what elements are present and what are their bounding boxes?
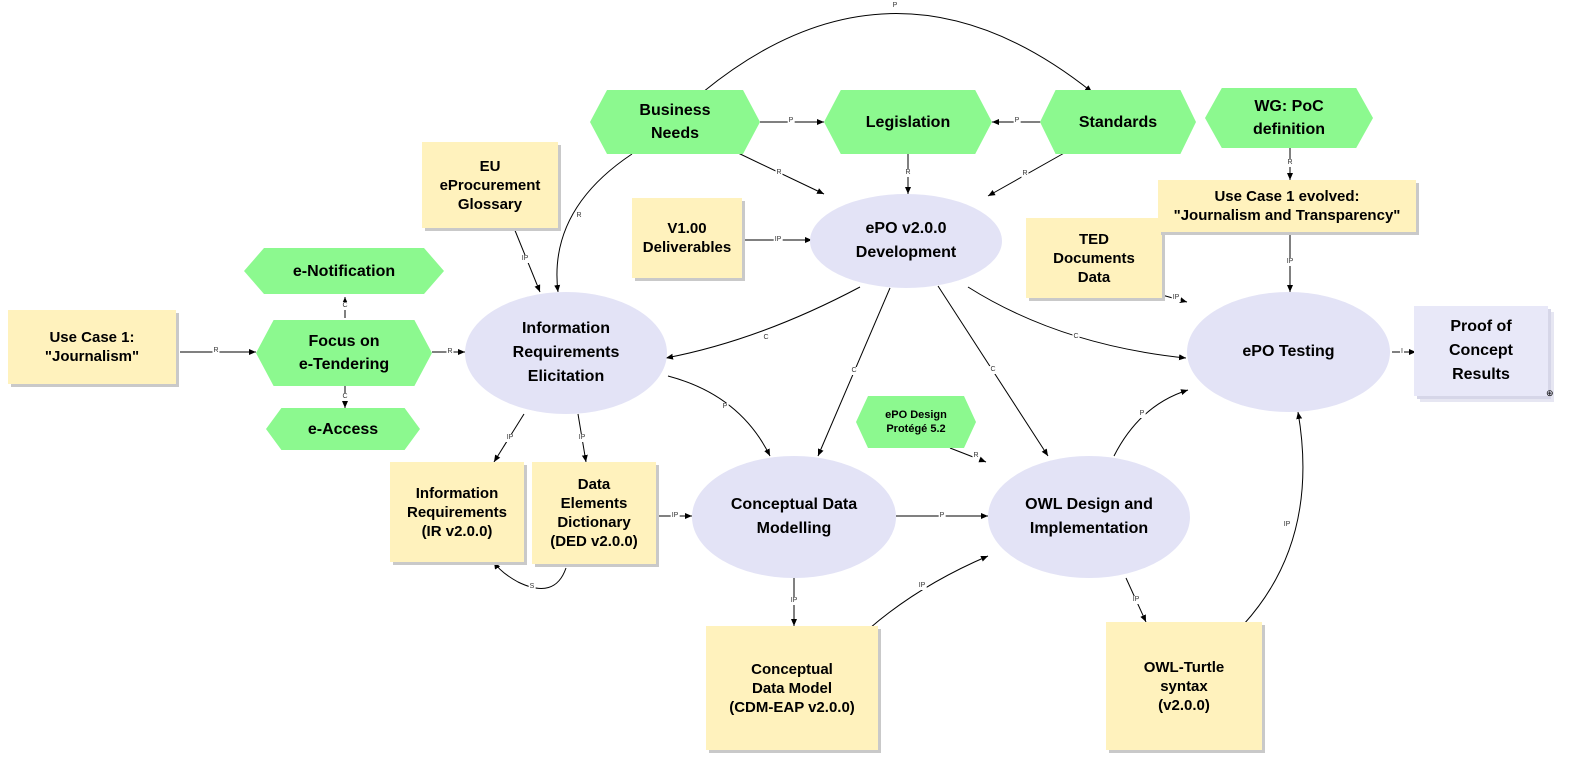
edge-turtle-testing [1243, 411, 1304, 625]
information-requirements-elicitation-process: Information Requirements Elicitation [465, 292, 667, 414]
edge-label-p: P [1013, 117, 1021, 125]
edge-label-p: P [721, 403, 729, 411]
eu-glossary-doc: EU eProcurement Glossary [422, 142, 558, 228]
e-notification-hex: e-Notification [244, 248, 444, 294]
standards-hex: Standards [1040, 90, 1196, 154]
edge-label-ip: IP [773, 236, 783, 244]
edge-label-ip: IP [1171, 294, 1181, 302]
edge-ded-ir [493, 561, 567, 589]
legislation-hex: Legislation [824, 90, 992, 154]
edge-business-standards [702, 13, 1093, 93]
epo-testing-process: ePO Testing [1187, 292, 1390, 412]
edge-label-c: C [1072, 333, 1080, 341]
business-needs-hex: Business Needs [590, 90, 760, 154]
edge-label-ip: IP [917, 582, 927, 590]
edge-protege-owl [949, 447, 987, 463]
edge-label-c: C [341, 393, 349, 401]
wg-poc-definition-hex: WG: PoC definition [1205, 88, 1373, 148]
use-case-1-doc: Use Case 1: "Journalism" [8, 310, 176, 384]
edge-label-c: C [762, 334, 770, 342]
edge-label-r: R [972, 452, 980, 460]
ted-documents-data-doc: TED Documents Data [1026, 218, 1162, 298]
epo-development-process: ePO v2.0.0 Development [810, 194, 1002, 288]
edge-owl-testing [1113, 389, 1189, 457]
corner-marker-icon: ⊕ [1546, 388, 1554, 398]
focus-e-tendering-hex: Focus on e-Tendering [256, 320, 432, 386]
edge-label-c: C [341, 302, 349, 310]
edge-label-c: C [850, 367, 858, 375]
owl-turtle-syntax-doc: OWL-Turtle syntax (v2.0.0) [1106, 622, 1262, 750]
edge-label-p: P [938, 512, 946, 520]
edge-label-ip: IP [505, 434, 515, 442]
e-access-hex: e-Access [266, 408, 420, 450]
edge-label-p: P [1138, 410, 1146, 418]
conceptual-data-model-doc: Conceptual Data Model (CDM-EAP v2.0.0) [706, 626, 878, 750]
edge-label-r: R [212, 347, 220, 355]
use-case-evolved-doc: Use Case 1 evolved: "Journalism and Tran… [1158, 180, 1416, 232]
edge-label-ip: IP [1131, 596, 1141, 604]
edge-label-i: I [1400, 348, 1404, 356]
edge-label-ip: IP [789, 597, 799, 605]
information-requirements-doc: Information Requirements (IR v2.0.0) [390, 462, 524, 562]
edge-business-ire [554, 153, 633, 293]
edge-dev-ire [665, 286, 861, 360]
edge-label-r: R [1286, 159, 1294, 167]
data-elements-dictionary-doc: Data Elements Dictionary (DED v2.0.0) [532, 462, 656, 564]
edge-label-ip: IP [577, 434, 587, 442]
edge-label-p: P [787, 117, 795, 125]
conceptual-data-modelling-process: Conceptual Data Modelling [692, 456, 896, 578]
owl-design-implementation-process: OWL Design and Implementation [988, 456, 1190, 578]
edge-label-ip: IP [520, 255, 530, 263]
edge-label-s: S [528, 583, 536, 591]
edge-label-r: R [904, 169, 912, 177]
edge-label-r: R [1021, 170, 1029, 178]
edge-label-r: R [446, 348, 454, 356]
edge-dev-testing [967, 286, 1187, 361]
proof-of-concept-results: Proof of Concept Results [1414, 306, 1548, 396]
edge-label-r: R [775, 169, 783, 177]
edge-label-ip: IP [670, 512, 680, 520]
edge-cdmmodel-owl [869, 555, 989, 629]
edge-label-ip: IP [1285, 258, 1295, 266]
epo-design-protege-hex: ePO Design Protégé 5.2 [856, 396, 976, 448]
edge-ire-cdm [667, 375, 771, 457]
edge-label-ip: IP [1282, 521, 1292, 529]
v100-deliverables-doc: V1.00 Deliverables [632, 198, 742, 278]
edge-label-c: C [989, 366, 997, 374]
edge-label-r: R [575, 212, 583, 220]
edge-label-p: P [891, 2, 899, 10]
